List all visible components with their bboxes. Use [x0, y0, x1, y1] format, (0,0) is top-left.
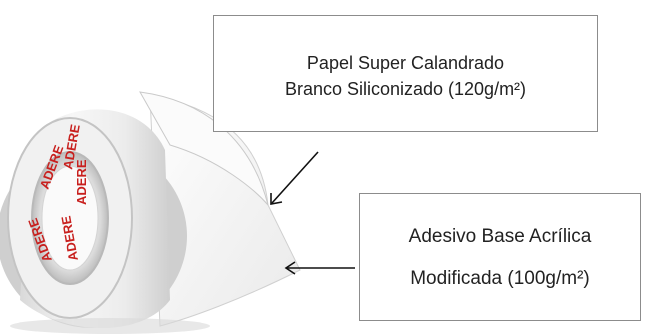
adhesive-arrow [284, 261, 355, 275]
paper-liner [139, 91, 269, 206]
adere-logo: ADERE ADERE ADERE ADERE ADERE [25, 123, 89, 264]
adhesive-label-line1: Adesivo Base Acrílica [408, 226, 592, 247]
tape-roll: ADERE ADERE ADERE ADERE ADERE [0, 109, 210, 334]
svg-text:ADERE: ADERE [74, 159, 89, 205]
adhesive-callout: Adesivo Base Acrílica Modificada (100g/m… [359, 193, 641, 321]
liner-label-line2: Branco Siliconizado (120g/m²) [284, 79, 527, 99]
adhesive-label-line2: Modificada (100g/m²) [410, 268, 590, 289]
liner-arrow [270, 151, 319, 205]
liner-callout: Papel Super Calandrado Branco Siliconiza… [213, 15, 598, 132]
liner-label-line1: Papel Super Calandrado [306, 53, 505, 73]
adhesive-film [149, 94, 301, 327]
